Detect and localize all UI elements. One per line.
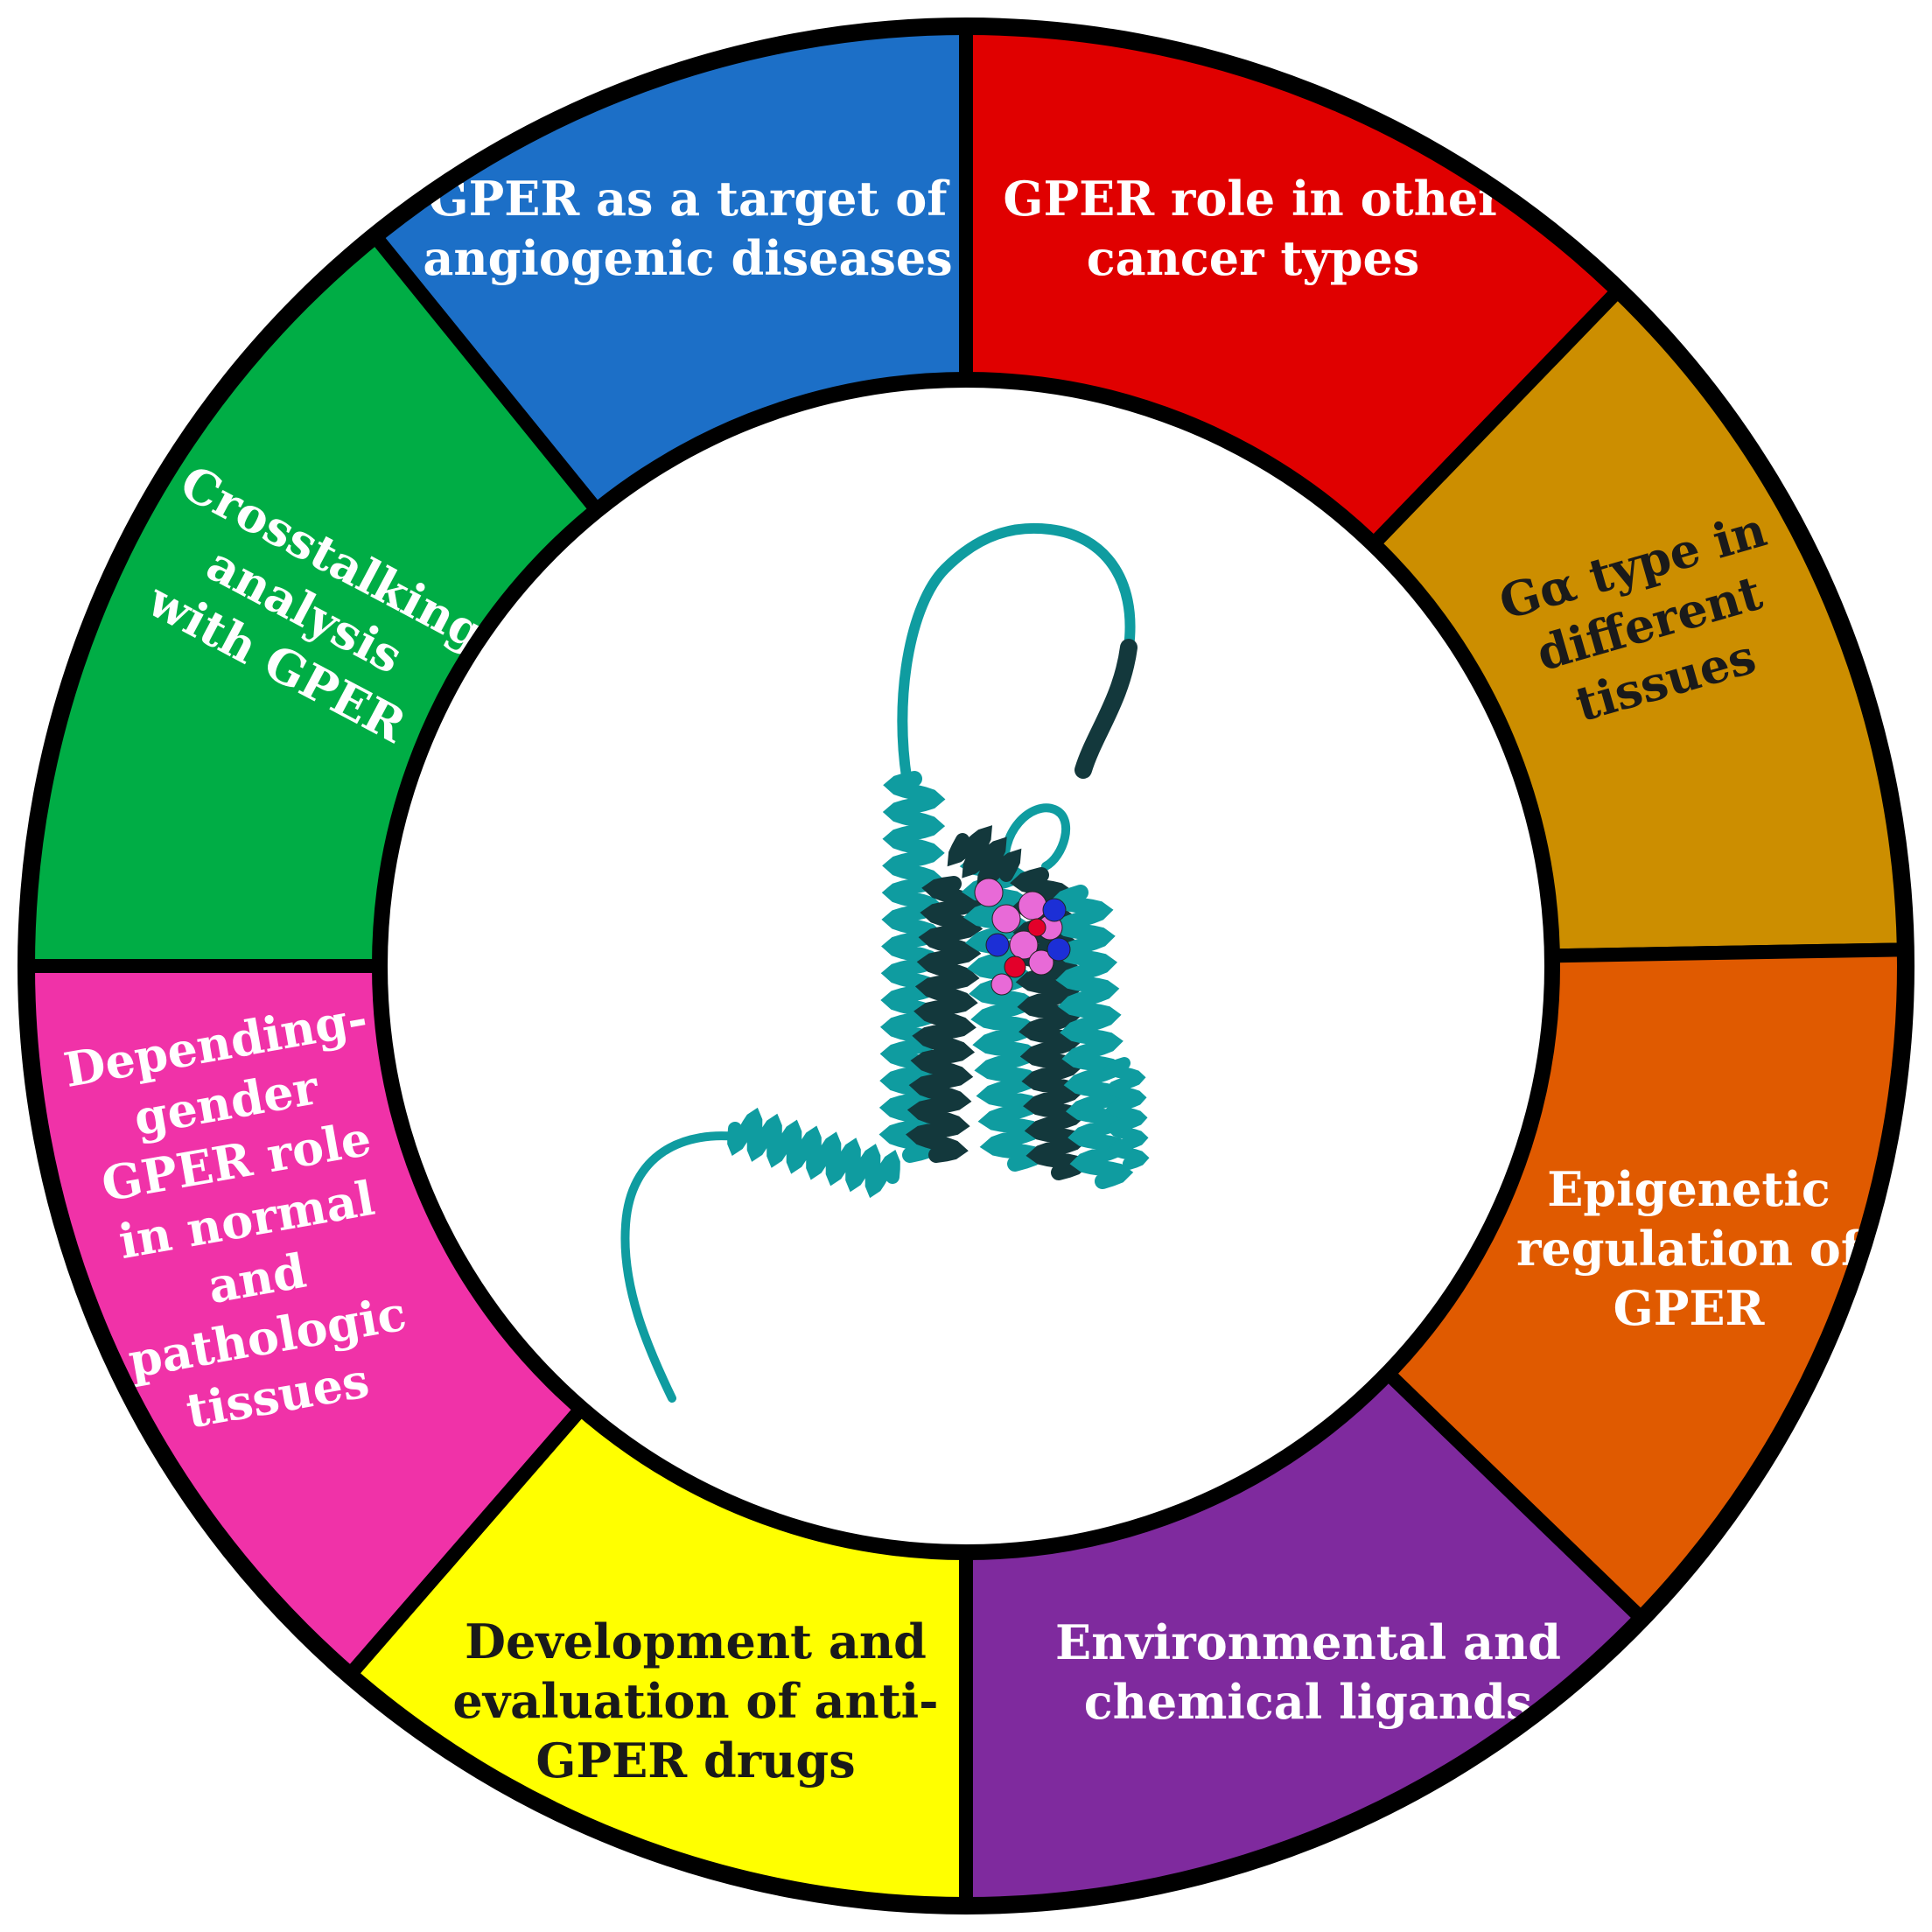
outer-ring-border <box>18 18 1914 1914</box>
segment-label-line: cancer types <box>1087 230 1419 286</box>
ligand-atom <box>1018 891 1047 920</box>
ligand-atom <box>974 878 1004 907</box>
segment-label-line: GPER <box>1614 1280 1766 1336</box>
ligand-atom <box>1028 949 1054 976</box>
ligand-atoms <box>974 878 1071 996</box>
ligand-atom <box>1009 930 1039 960</box>
ligand-atom <box>991 904 1021 934</box>
gper-protein-structure-image <box>620 522 1150 1403</box>
ligand-atom <box>1046 937 1071 962</box>
ligand-atom <box>1004 956 1026 978</box>
segment-label-line: regulation of <box>1516 1221 1865 1277</box>
segment-label-line: Development and <box>465 1614 927 1670</box>
ligand-atom <box>1042 898 1067 922</box>
ligand-atom <box>990 973 1013 996</box>
segment-label-line: evaluation of anti- <box>452 1673 938 1729</box>
segment-label-line: GPER role in other <box>1003 171 1503 227</box>
ligand-atom <box>1027 918 1046 937</box>
segment-label-line: GPER as a target of <box>428 171 950 227</box>
segment-label-line: Environmental and <box>1055 1614 1561 1670</box>
segment-label-line: GPER drugs <box>536 1732 855 1788</box>
segment-label-line: Epigenetic <box>1547 1161 1830 1217</box>
inner-disc <box>372 372 1560 1560</box>
segment-label-line: chemical ligands <box>1084 1674 1533 1730</box>
ligand-atom <box>985 933 1010 957</box>
segment-label-line: angiogenic diseases <box>423 230 952 286</box>
